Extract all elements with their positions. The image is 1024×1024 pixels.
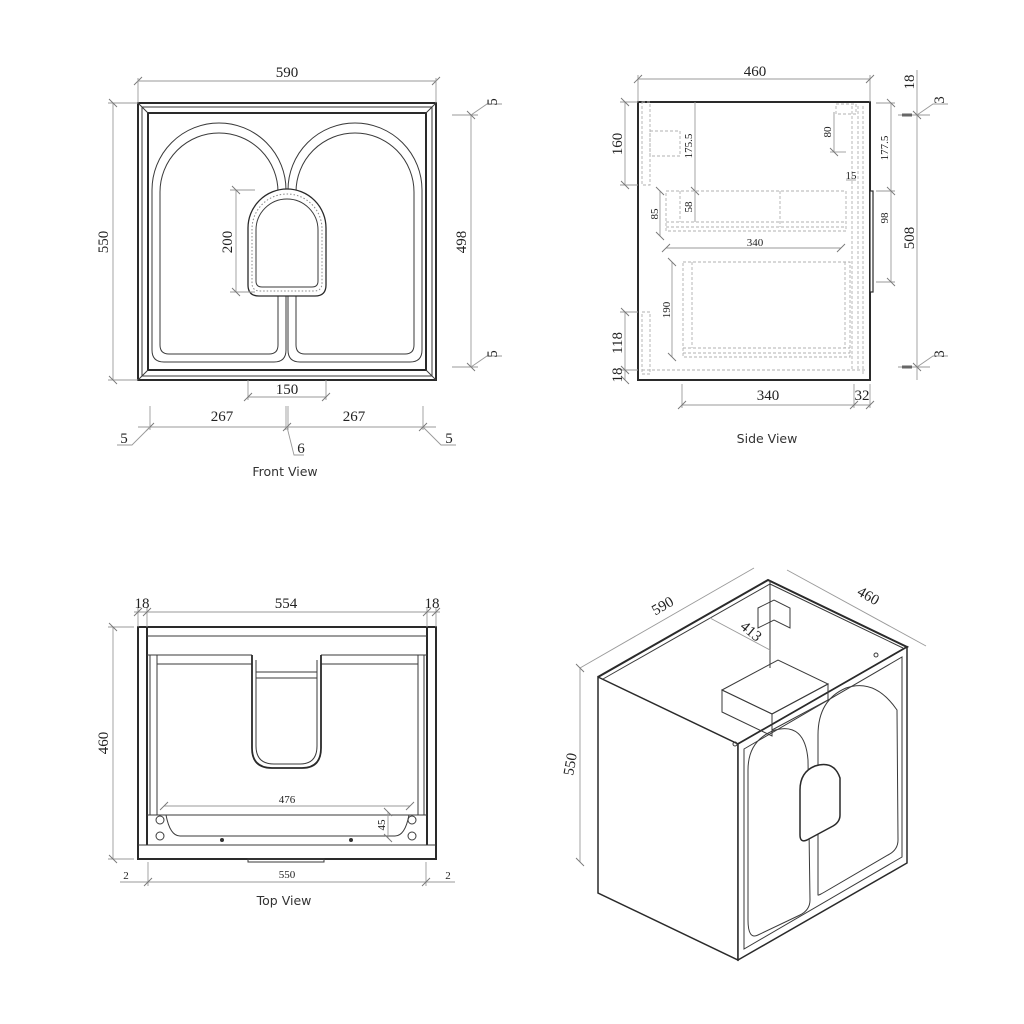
top-side-left-dim: 18	[135, 596, 150, 612]
iso-handle	[799, 763, 841, 842]
side-depth-dim: 460	[744, 64, 767, 80]
side-handle	[869, 190, 874, 293]
top-door-width-dim: 550	[279, 869, 296, 881]
front-gap-top-dim: 5	[485, 98, 501, 106]
left-door-arch	[151, 122, 287, 363]
side-handle-length-dim: 98	[879, 212, 891, 224]
top-view-label: Top View	[256, 893, 312, 908]
side-gap-15-dim: 15	[846, 170, 858, 182]
top-body-outline	[137, 626, 437, 860]
top-gap-right-dim: 2	[445, 870, 451, 882]
front-gap-center-dim: 6	[297, 441, 305, 457]
iso-inner-dim: 413	[737, 619, 765, 646]
front-handle-width-dim: 150	[276, 382, 299, 398]
side-view: 460 18 3 3 508 177.5 98 160 1	[610, 64, 948, 446]
side-bottom-depth-dim: 340	[757, 388, 780, 404]
top-side-right-dim: 18	[425, 596, 440, 612]
front-view: 590 550 498 5 5 200 150	[96, 65, 502, 479]
top-gap-left-dim: 2	[123, 870, 129, 882]
side-drawer-offset-dim: 175.5	[683, 133, 695, 158]
side-lower-bracket-dim: 118	[610, 332, 626, 354]
iso-height-dim: 550	[561, 752, 581, 777]
front-width-dim: 590	[276, 65, 299, 81]
side-door-thickness-dim: 32	[855, 388, 870, 404]
top-view: 18 554 18 460 476 45 550 2 2 Top View	[96, 596, 455, 908]
iso-depth-dim: 460	[854, 584, 881, 609]
side-drawer-inner-dim: 58	[683, 201, 695, 213]
front-handle-height-dim: 200	[220, 231, 236, 254]
iso-right-door-arch	[817, 685, 899, 896]
front-gap-left-dim: 5	[120, 431, 128, 447]
front-gap-bottom-dim: 5	[485, 350, 501, 358]
front-left-door-dim: 267	[211, 409, 234, 425]
iso-width-dim: 590	[649, 594, 676, 619]
iso-side-face	[597, 675, 739, 962]
front-door-height-dim: 498	[454, 231, 470, 254]
side-bottom-panel-dim: 18	[610, 368, 626, 383]
front-inner-frame	[147, 112, 427, 371]
right-door-arch	[287, 122, 423, 363]
side-top-panel-dim: 18	[902, 75, 918, 90]
side-upper-bracket-dim: 160	[610, 133, 626, 156]
top-rail-depth-dim: 45	[376, 819, 388, 831]
side-door-height-dim: 508	[902, 227, 918, 250]
top-rail-width-dim: 476	[279, 794, 296, 806]
front-view-label: Front View	[252, 464, 317, 479]
top-plumbing-cutout	[251, 655, 322, 769]
side-view-label: Side View	[737, 431, 798, 446]
front-gap-right-dim: 5	[445, 431, 453, 447]
front-right-door-dim: 267	[343, 409, 366, 425]
front-height-dim: 550	[96, 231, 112, 254]
side-right-bracket-dim: 80	[822, 126, 834, 138]
front-outer-frame	[137, 102, 437, 381]
side-bottom-gap-dim: 3	[932, 350, 948, 358]
side-handle-offset-dim: 177.5	[879, 135, 891, 160]
isometric-view: 590 460 413 550	[561, 567, 927, 962]
side-drawer-depth-dim: 340	[747, 237, 764, 249]
front-handle	[247, 188, 327, 297]
top-inner-width-dim: 554	[275, 596, 298, 612]
side-top-gap-dim: 3	[932, 96, 948, 104]
side-drawer-height-dim: 85	[649, 208, 661, 220]
side-lower-cavity-dim: 190	[661, 301, 673, 318]
top-depth-dim: 460	[96, 732, 112, 755]
